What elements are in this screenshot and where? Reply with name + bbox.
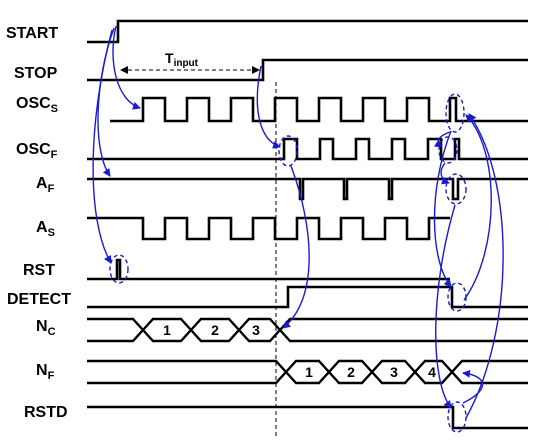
label-start: START — [6, 25, 58, 42]
causality-arrows — [92, 25, 504, 419]
arrow-osc-s-to-detect — [433, 130, 452, 288]
wave-start — [87, 19, 528, 44]
arrow-osc-s-to-osc-f-end — [433, 131, 451, 148]
label-osc-f: OSCF — [16, 141, 58, 161]
label-rst: RST — [23, 262, 55, 279]
arrow-rstd-to-osc-s — [465, 113, 504, 419]
nf-value-4: 4 — [428, 364, 436, 380]
label-stop: STOP — [14, 65, 58, 82]
label-n-f: NF — [36, 362, 55, 382]
t-input-label: Tinput — [165, 50, 199, 69]
label-n-c: NC — [36, 318, 56, 338]
label-rstd: RSTD — [24, 404, 68, 421]
arrow-start-to-a-f — [97, 27, 115, 177]
nc-value-1: 1 — [163, 322, 171, 338]
wave-osc-f — [87, 137, 528, 161]
arrow-detect-to-osc-s — [463, 114, 492, 301]
wave-rstd — [87, 405, 528, 430]
nc-value-2: 2 — [211, 322, 219, 338]
arrow-rstd-to-n-f — [462, 369, 484, 404]
label-osc-s: OSCS — [16, 95, 58, 115]
wave-a-s — [87, 216, 450, 241]
label-a-f: AF — [36, 175, 55, 195]
arrow-stop-to-osc-f — [256, 65, 281, 149]
wave-detect — [87, 285, 528, 309]
arrow-start-to-rst — [92, 29, 113, 264]
wave-rst — [87, 258, 450, 281]
nf-value-1: 1 — [305, 364, 313, 380]
highlight-a-f-end — [445, 173, 467, 205]
highlight-osc-f-end — [438, 136, 458, 164]
highlight-osc-s-end — [445, 93, 465, 133]
nc-value-3: 3 — [252, 322, 260, 338]
bus-n-f: 1 2 3 4 — [87, 359, 528, 385]
wave-stop — [87, 58, 528, 82]
arrow-a-f-to-rstd — [435, 204, 456, 409]
nf-value-2: 2 — [347, 364, 355, 380]
label-a-s: AS — [36, 219, 55, 239]
highlight-osc-f-start — [278, 135, 298, 167]
label-detect: DETECT — [7, 291, 71, 308]
wave-osc-s — [110, 96, 528, 123]
arrow-osc-f-to-a-f-end — [440, 162, 450, 185]
wave-a-f — [87, 177, 528, 201]
bus-n-c: 1 2 3 — [87, 317, 528, 343]
arrow-start-to-osc-s — [112, 25, 141, 110]
nf-value-3: 3 — [390, 364, 398, 380]
highlight-rst-pulse — [109, 254, 129, 284]
arrow-osc-f-to-n-c — [282, 165, 310, 329]
